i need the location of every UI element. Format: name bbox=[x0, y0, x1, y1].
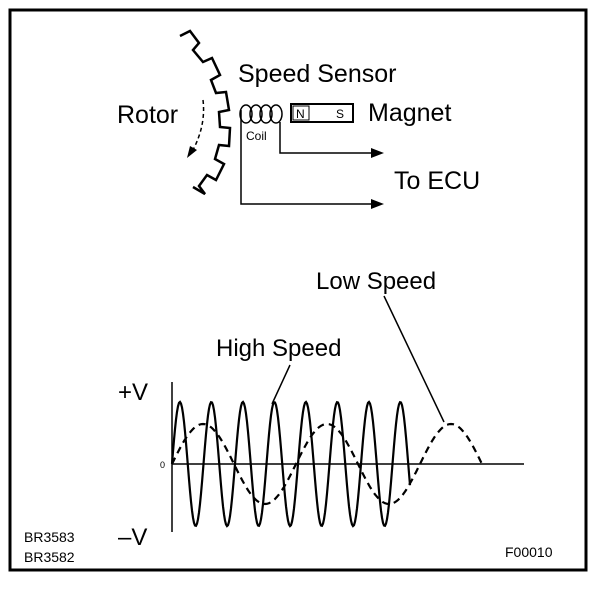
rotation-arrowhead bbox=[187, 146, 197, 158]
rotor-teeth bbox=[179, 29, 232, 196]
low-speed-label: Low Speed bbox=[316, 268, 436, 295]
minus-v-label: –V bbox=[118, 524, 147, 551]
high-speed-leader bbox=[271, 364, 291, 405]
coil-winding bbox=[239, 104, 283, 124]
low-speed-leader bbox=[383, 295, 445, 423]
to-ecu-label: To ECU bbox=[394, 167, 480, 195]
speed-sensor-label: Speed Sensor bbox=[238, 60, 396, 88]
coil-label: Coil bbox=[246, 129, 267, 143]
magnet-label: Magnet bbox=[368, 99, 451, 127]
figure-id: F00010 bbox=[505, 544, 553, 560]
magnet-n-pole bbox=[292, 105, 310, 121]
plus-v-label: +V bbox=[118, 379, 148, 406]
wire-lower bbox=[240, 110, 372, 205]
magnet-n-label: N bbox=[296, 107, 305, 121]
wire-lower-arrowhead bbox=[371, 199, 384, 209]
magnet-body bbox=[290, 103, 354, 123]
code-br3582: BR3582 bbox=[24, 549, 75, 565]
zero-label: 0 bbox=[160, 460, 165, 470]
wire-upper-arrowhead bbox=[371, 148, 384, 158]
high-speed-waveform bbox=[170, 400, 412, 528]
rotation-arrow bbox=[192, 99, 205, 151]
code-br3583: BR3583 bbox=[24, 529, 75, 545]
high-speed-label: High Speed bbox=[216, 335, 341, 362]
magnet-s-label: S bbox=[336, 107, 344, 121]
wire-upper bbox=[279, 122, 372, 154]
diagram-frame bbox=[8, 8, 588, 572]
rotor-label: Rotor bbox=[117, 101, 178, 129]
